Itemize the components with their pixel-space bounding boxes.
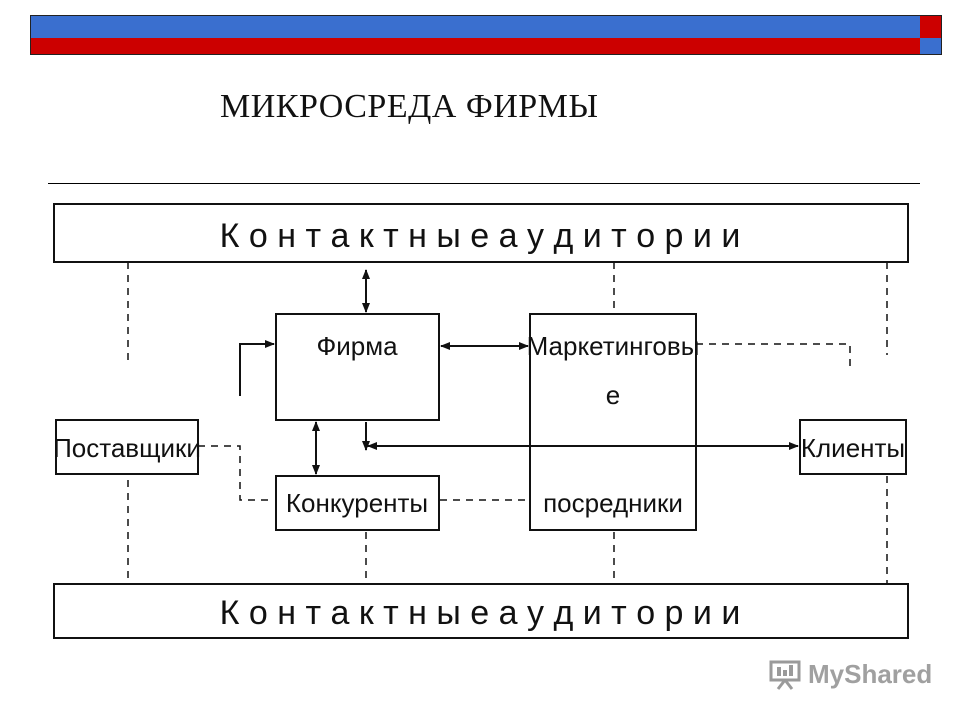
bottom-band-label: К о н т а к т н ы е а у д и т о р и и bbox=[220, 594, 741, 632]
clients-box bbox=[799, 419, 907, 475]
presentation-board-icon bbox=[769, 660, 801, 690]
competitors-label: Конкуренты bbox=[286, 488, 428, 518]
header-bar-red bbox=[30, 38, 942, 54]
watermark-logo: MyShared bbox=[768, 656, 932, 692]
competitors-box bbox=[275, 475, 440, 531]
clients-label: Клиенты bbox=[801, 433, 905, 463]
marketing-label-line3: посредники bbox=[543, 488, 683, 518]
arrow-suppliers-to-firm bbox=[239, 340, 275, 396]
title-underline bbox=[48, 183, 920, 184]
marketing-clients-link bbox=[696, 343, 851, 372]
header-corner-red bbox=[920, 16, 942, 38]
header-corner-blue bbox=[920, 38, 942, 54]
watermark-text: MyShared bbox=[808, 658, 933, 689]
suppliers-box bbox=[55, 419, 199, 475]
header-bar-blue bbox=[30, 16, 942, 38]
marketing-label-line2: е bbox=[606, 380, 620, 410]
slide-title: МИКРОСРЕДА ФИРМЫ bbox=[220, 88, 599, 125]
marketing-intermediaries-box bbox=[529, 313, 697, 531]
bottom-band-box bbox=[53, 583, 909, 639]
suppliers-competitors-link bbox=[198, 445, 274, 501]
firm-label: Фирма bbox=[316, 331, 398, 361]
suppliers-label: Поставщики bbox=[53, 433, 201, 463]
marketing-label-line1: Маркетинговы bbox=[527, 331, 700, 361]
top-band-box bbox=[53, 203, 909, 263]
top-band-label: К о н т а к т н ы е а у д и т о р и и bbox=[220, 217, 741, 255]
dashed-separators bbox=[127, 262, 888, 583]
firm-box bbox=[275, 313, 440, 421]
